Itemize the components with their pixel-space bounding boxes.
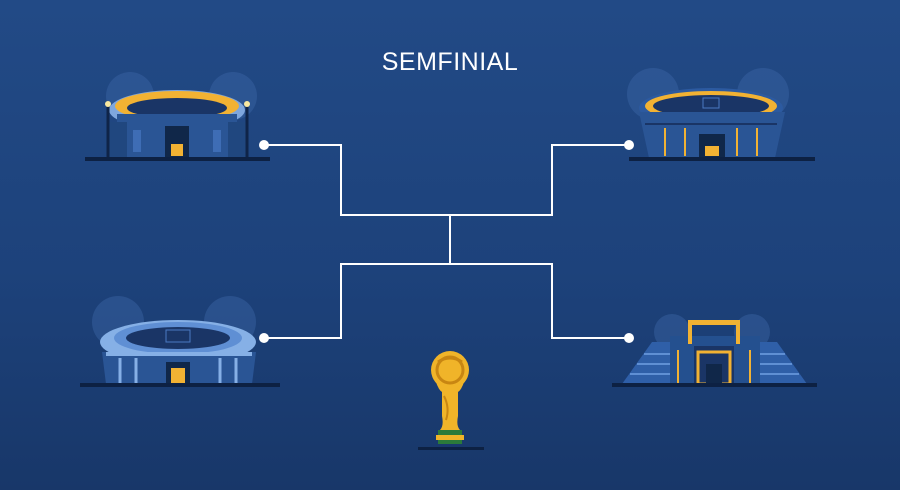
stadium-icon — [85, 72, 270, 161]
world-cup-trophy-icon — [418, 351, 484, 450]
stadium-icon — [80, 296, 280, 387]
bracket-line-bottom-right — [450, 263, 629, 339]
bracket-node-top-right — [624, 140, 634, 150]
stadium-icon — [627, 68, 815, 161]
bracket-node-bottom-left — [259, 333, 269, 343]
bracket-node-bottom-right — [624, 333, 634, 343]
bracket-line-top-left — [264, 144, 450, 216]
bracket-line-bottom-left — [264, 263, 450, 339]
stadium-icon — [612, 314, 817, 387]
page-title: SEMFINIAL — [381, 48, 519, 76]
bracket-node-top-left — [259, 140, 269, 150]
bracket-line-top-right — [450, 144, 629, 216]
